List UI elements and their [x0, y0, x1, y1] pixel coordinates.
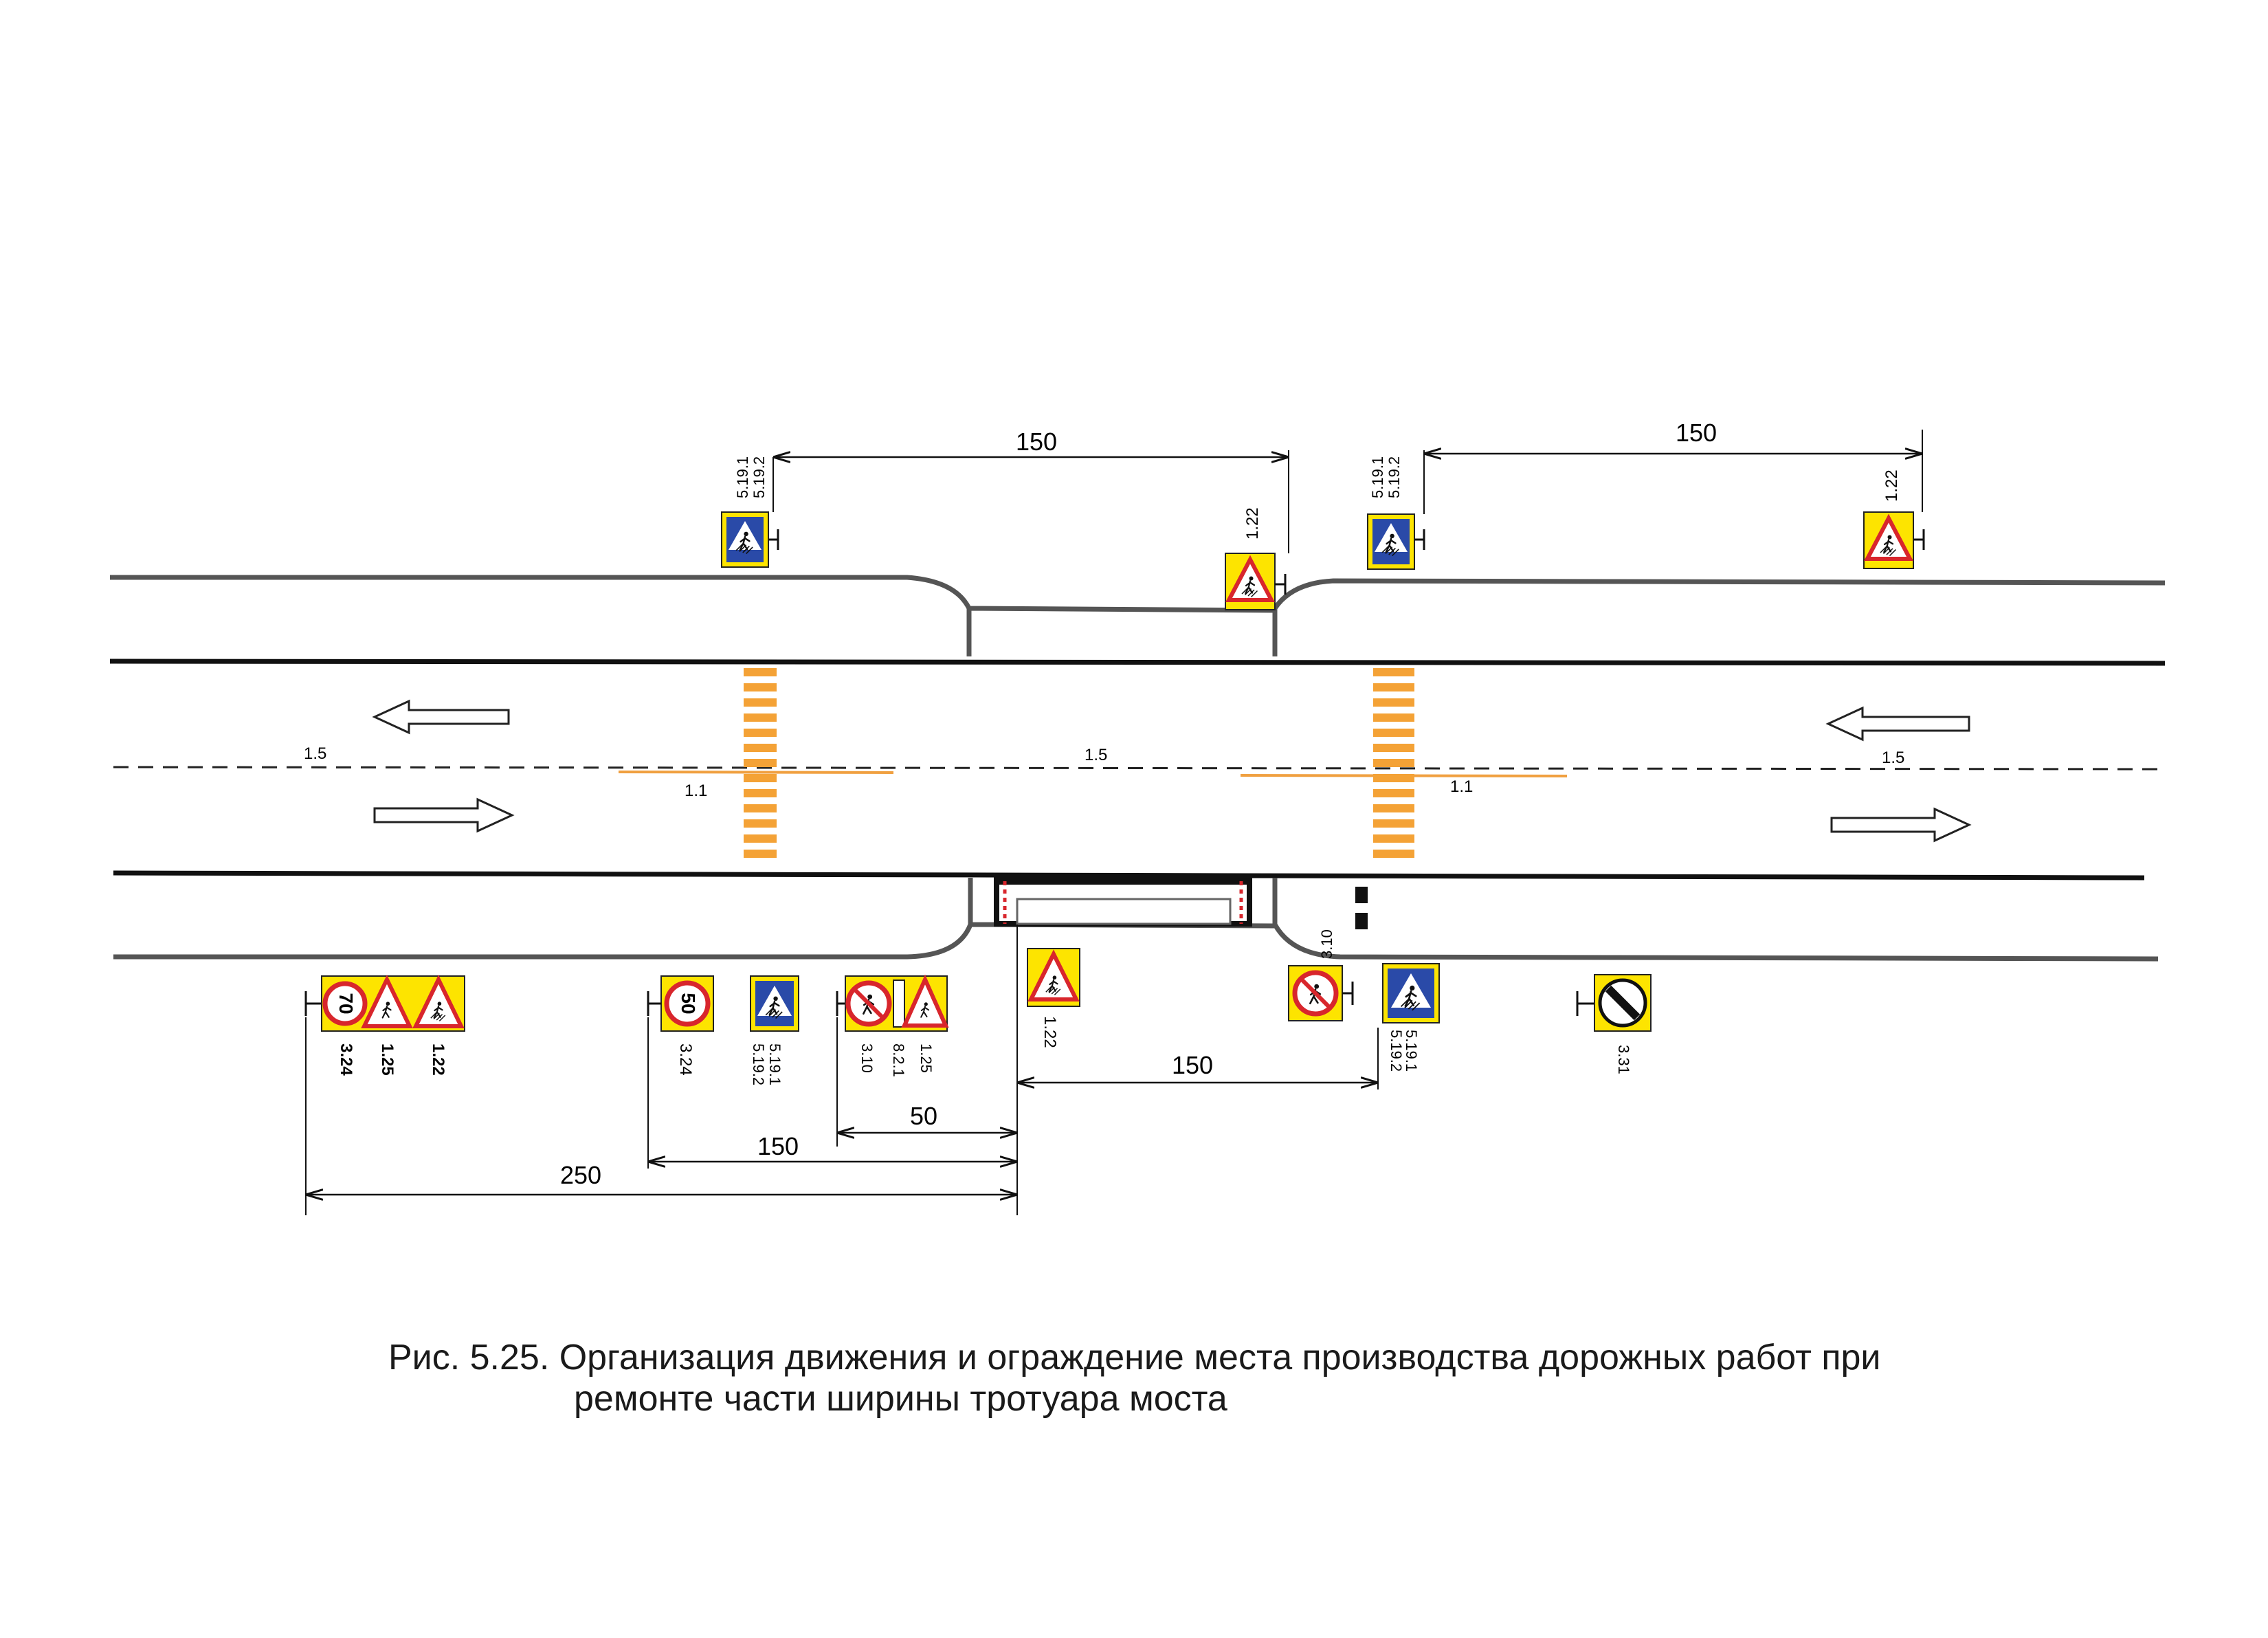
dimension-bottom-150: 150: [647, 1017, 1017, 1169]
sign-code-1-22-tm: 1.22: [1243, 507, 1262, 540]
dimension-bottom-right: 150: [1016, 925, 1379, 1215]
sign-code-5-19-2-b1: 5.19.2: [750, 1043, 767, 1085]
dimension-label-top-right: 150: [1676, 419, 1717, 447]
dimension-label-top-left: 150: [1016, 428, 1057, 456]
arrow-left-right-side: [1825, 706, 1970, 742]
crosswalk-left: [744, 668, 777, 858]
top-road-edge: [109, 658, 2166, 666]
sign-code-5-19-1-tl: 5.19.1: [734, 456, 751, 498]
dimension-bottom-250: 250: [305, 1017, 1017, 1215]
sign-no-pedestrians-right: 3.10: [1288, 929, 1354, 1021]
dimension-label-150-bottom: 150: [757, 1132, 799, 1160]
sign-code-1-22-g1: 1.22: [429, 1043, 447, 1076]
speed-limit-50: 50: [678, 993, 699, 1014]
sign-code-3-31: 3.31: [1615, 1045, 1632, 1074]
sign-crossing-bottom-1: 5.19.1 5.19.2: [750, 975, 799, 1085]
sign-speed-50: 50 3.24: [647, 975, 714, 1076]
centre-dashed-line: [113, 766, 2159, 771]
dimension-top-right: 150: [1423, 419, 1923, 514]
dimension-top-left: 150: [772, 428, 1289, 553]
barrier-block-1: [1355, 887, 1368, 903]
sign-code-5-19-2-tl: 5.19.2: [751, 456, 768, 498]
marking-label-1-5-right: 1.5: [1882, 749, 1904, 767]
arrow-right-right-side: [1830, 807, 1972, 843]
dimension-label-250: 250: [560, 1161, 601, 1189]
sign-warning-bridge: 1.22: [1027, 948, 1080, 1048]
sign-crossing-top-left: 5.19.1 5.19.2: [721, 456, 779, 568]
sign-code-5-19-2-b2: 5.19.2: [1388, 1030, 1405, 1072]
dimension-label-50: 50: [910, 1102, 937, 1130]
crosswalk-right: [1373, 668, 1414, 858]
marking-label-1-1-right: 1.1: [1450, 777, 1473, 796]
dimension-label-bottom-right: 150: [1172, 1051, 1213, 1079]
caption-line-2: ремонте части ширины тротуара моста: [574, 1379, 1227, 1419]
road: 1.5 1.5 1.5 1.1 1.1: [109, 575, 2166, 962]
sign-code-3-10-right: 3.10: [1318, 929, 1335, 959]
figure-caption: Рис. 5.25. Организация движения и огражд…: [388, 1337, 2106, 1419]
speed-limit-70: 70: [335, 993, 357, 1014]
caption-line-1: Рис. 5.25. Организация движения и огражд…: [388, 1338, 1881, 1377]
arrow-left-top: [372, 699, 510, 735]
sign-group-70: 70 3.24 1.25 1.22: [304, 975, 465, 1076]
sign-code-5-19-1-b2: 5.19.1: [1403, 1030, 1420, 1072]
sign-code-1-22-tf: 1.22: [1882, 469, 1901, 502]
sign-warning-top-mid: 1.22: [1225, 507, 1287, 610]
sign-code-1-25-g3: 1.25: [918, 1043, 935, 1073]
bottom-road-edge: [113, 870, 2145, 881]
work-zone-fence: [994, 877, 1252, 927]
sign-crossing-bottom-2: 5.19.1 5.19.2: [1382, 963, 1440, 1072]
sign-crossing-top-right: 5.19.1 5.19.2: [1367, 456, 1425, 570]
sign-code-8-2-1-g3: 8.2.1: [890, 1043, 907, 1077]
solid-line-1-1-left: [618, 771, 894, 774]
sign-code-1-22-bridge: 1.22: [1041, 1016, 1059, 1048]
sign-end-restrictions: 3.31: [1576, 974, 1652, 1074]
sign-code-1-25-g1: 1.25: [378, 1043, 397, 1076]
sign-code-5-19-1-b1: 5.19.1: [766, 1043, 783, 1085]
top-sidewalk-edge: [110, 575, 2166, 656]
sign-code-3-24-s50: 3.24: [676, 1043, 695, 1076]
sign-warning-top-far: 1.22: [1863, 469, 1925, 569]
end-restrictions-icon: [1605, 985, 1641, 1021]
dimension-bottom-50: 50: [836, 1017, 1017, 1147]
marking-label-1-5-left: 1.5: [304, 744, 326, 763]
marking-label-1-1-left: 1.1: [685, 782, 707, 800]
page-number: 43: [0, 1505, 5, 1544]
sign-code-5-19-2-tr: 5.19.2: [1386, 456, 1403, 498]
sign-code-5-19-1-tr: 5.19.1: [1369, 456, 1386, 498]
sign-group-no-pedestrians: 3.10 8.2.1 1.25: [836, 974, 949, 1077]
sign-code-3-10-g3: 3.10: [858, 1043, 876, 1073]
marking-label-1-5-mid: 1.5: [1085, 746, 1107, 764]
sign-code-3-24-g1: 3.24: [337, 1043, 355, 1076]
barrier-block-2: [1355, 913, 1368, 929]
arrow-right-bottom-left: [373, 797, 515, 833]
